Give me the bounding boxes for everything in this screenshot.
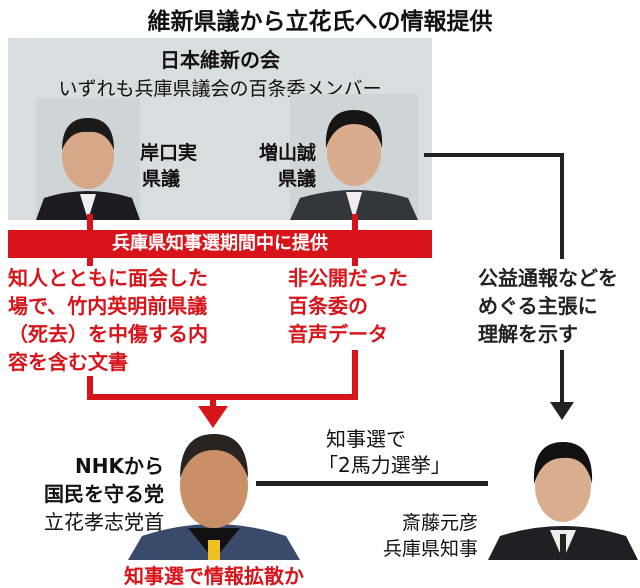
saito-name: 斎藤元彦 [401,512,478,534]
connector [352,214,358,230]
election-note-line: 知事選で [326,427,406,451]
tachibana-label: NHKから 国民を守る党 立花孝志党首 [0,452,164,536]
party-name: 日本維新の会 [160,48,280,72]
connector [87,376,93,400]
connector [210,398,216,410]
support-line: めぐる主張に [478,294,598,318]
kishiguchi-label: 岸口実 県議 [140,140,197,192]
party-line: NHKから [75,454,164,478]
connector [87,258,93,266]
masuyama-label: 増山誠 県議 [244,140,316,192]
document-line: 場で、竹内英明前県議 [8,294,208,318]
kishiguchi-role: 県議 [142,168,181,190]
election-note-line: 「2馬力選挙」 [318,453,451,477]
party-line: 国民を守る党 [44,482,164,506]
kishiguchi-name: 岸口実 [140,142,198,164]
saito-photo [488,430,638,560]
connector [352,258,358,266]
connector [256,481,496,486]
audio-text: 非公開だった 百条委の 音声データ [288,264,408,348]
masuyama-role: 県議 [277,168,316,190]
tachibana-caption: 知事選で情報拡散か [124,564,304,588]
connector [87,394,358,400]
arrow-down-icon [550,402,574,420]
saito-label: 斎藤元彦 兵庫県知事 [360,510,478,562]
tachibana-name: 立花孝志党首 [44,510,164,534]
tachibana-photo [128,434,300,560]
connector [560,350,564,406]
masuyama-name: 増山誠 [258,142,316,164]
document-line: 知人とともに面会した [8,266,208,290]
document-text: 知人とともに面会した 場で、竹内英明前県議 （死去）を中傷する内 容を含む文書 [8,264,208,376]
election-note: 知事選で 「2馬力選挙」 [318,426,451,478]
support-line: 理解を示す [478,322,578,346]
period-bar: 兵庫県知事選期間中に提供 [8,230,432,258]
document-line: （死去）を中傷する内 [8,322,208,346]
document-line: 容を含む文書 [8,350,128,374]
connector [87,214,93,230]
saito-role: 兵庫県知事 [382,538,478,560]
audio-line: 非公開だった [288,266,408,290]
audio-line: 百条委の [288,294,368,318]
audio-line: 音声データ [288,322,388,346]
connector [424,153,564,157]
support-line: 公益通報などを [478,266,618,290]
arrow-down-icon [198,406,228,428]
connector [560,153,564,259]
connector [352,350,358,400]
masuyama-photo [290,94,418,220]
support-note: 公益通報などを めぐる主張に 理解を示す [478,264,618,348]
diagram-title: 維新県議から立花氏への情報提供 [147,9,493,35]
kishiguchi-photo [36,98,140,220]
